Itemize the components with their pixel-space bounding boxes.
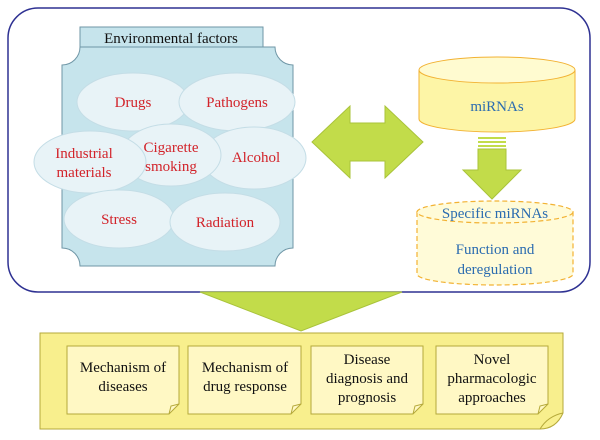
- outcome-disease-diag-line3: prognosis: [338, 390, 397, 406]
- factor-radiation-ellipse: [169, 192, 281, 252]
- outcome-mechanism-diseases-line1: Mechanism of: [80, 360, 166, 376]
- factor-industrial-ellipse: [33, 130, 147, 194]
- factor-alcohol: Alcohol: [232, 150, 280, 166]
- factor-industrial-line1: Industrial: [55, 146, 113, 162]
- outcome-card-mechanism-diseases: [66, 345, 180, 415]
- mirna-down-arrow: [461, 137, 523, 200]
- main-down-arrow: [199, 291, 403, 332]
- mirna-label: miRNAs: [470, 99, 524, 115]
- outcome-novel-line1: Novel: [474, 352, 511, 368]
- function-label-line1: Function and: [456, 242, 535, 258]
- factor-industrial-line2: materials: [57, 165, 112, 181]
- factor-pathogens: Pathogens: [206, 95, 268, 111]
- outcome-disease-diag-line2: diagnosis and: [326, 371, 409, 387]
- outcome-card-novel-approaches: [435, 345, 549, 415]
- outcome-mechanism-drug-line1: Mechanism of: [202, 360, 288, 376]
- outcome-novel-line3: approaches: [458, 390, 526, 406]
- outcome-novel-line2: pharmacologic: [447, 371, 536, 387]
- bidirectional-arrow: [311, 104, 424, 180]
- specific-mirna-label: Specific miRNAs: [442, 206, 548, 222]
- outcome-mechanism-drug-line2: drug response: [203, 379, 287, 395]
- specific-mirna-cylinder-top: [416, 200, 574, 224]
- factor-cigarette-line1: Cigarette: [144, 140, 199, 156]
- outcome-mechanism-diseases-line2: diseases: [98, 379, 147, 395]
- specific-mirna-cylinder-body: [416, 211, 574, 286]
- factor-radiation: Radiation: [196, 215, 255, 231]
- outcome-card-mechanism-drug: [187, 345, 302, 415]
- outcome-disease-diag-line1: Disease: [344, 352, 391, 368]
- environment-header: Environmental factors: [104, 31, 238, 47]
- factor-drugs: Drugs: [115, 95, 152, 111]
- environment-header-box: [79, 26, 264, 48]
- outcome-card-disease-diagnosis: [310, 345, 424, 415]
- mirna-cylinder-top: [418, 56, 576, 84]
- function-label-line2: deregulation: [458, 262, 533, 278]
- mirna-cylinder-body: [418, 69, 576, 133]
- factor-cigarette-line2: smoking: [145, 159, 197, 175]
- outcomes-panel-fold: [539, 412, 564, 430]
- factor-stress: Stress: [101, 212, 137, 228]
